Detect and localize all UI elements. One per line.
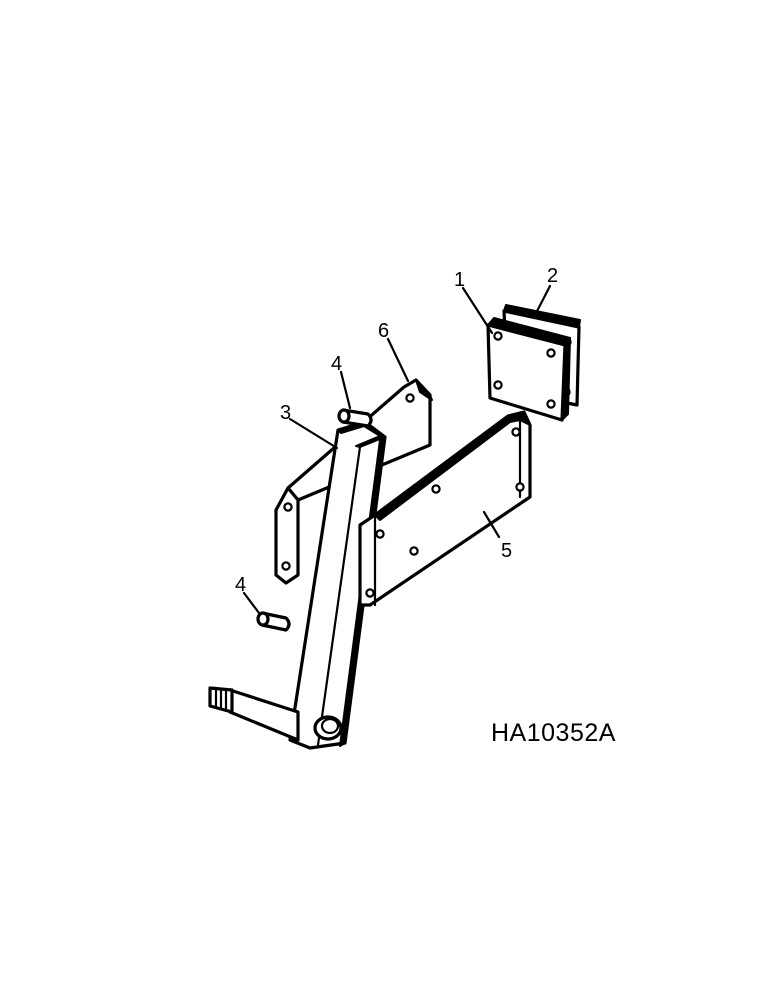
- leader-lines: [242, 284, 552, 615]
- callout-1: 1: [454, 269, 465, 291]
- part-5-front-bracket: [358, 410, 532, 607]
- callout-5: 5: [501, 540, 512, 562]
- callout-4-lower: 4: [235, 574, 246, 596]
- callout-labels: 1 2 3 4 4 5 6: [235, 265, 558, 596]
- callout-3: 3: [280, 402, 291, 424]
- callout-4-upper: 4: [331, 353, 342, 375]
- part-1-front-plate: [486, 317, 571, 422]
- figure-id: HA10352A: [491, 719, 616, 747]
- callout-6: 6: [378, 320, 389, 342]
- part-4-lower-pin: [256, 611, 291, 632]
- callout-2: 2: [547, 265, 558, 287]
- part-4-upper-pin: [337, 408, 373, 428]
